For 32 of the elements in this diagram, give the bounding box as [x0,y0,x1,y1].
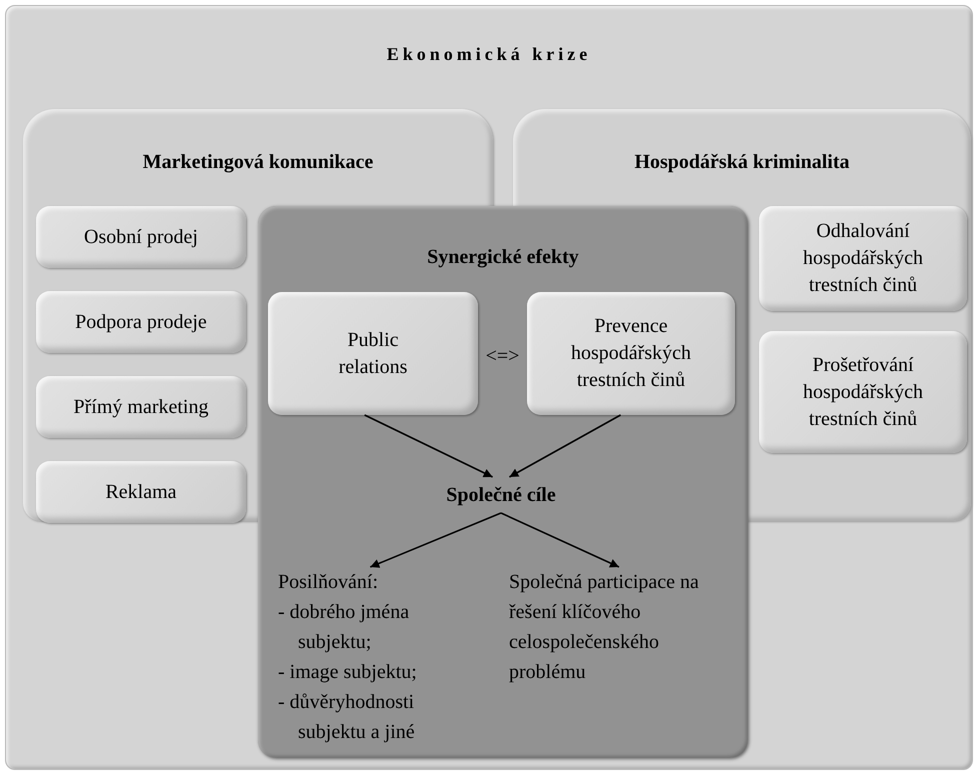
box-text: Podpora prodeje [75,310,207,334]
box-text: Public relations [338,328,408,380]
rounded-box [759,331,967,453]
arrow [500,512,620,568]
heading-text: Hospodářská kriminalita [634,150,850,175]
rounded-box [36,291,246,353]
list-heading: Posilňování: [278,570,378,595]
box-text: Přímý marketing [74,394,208,420]
box-text: Odhalování hospodářských trestních činů [802,219,924,298]
arrow [370,512,502,568]
rounded-box [36,376,246,438]
heading-text: Marketingová komunikace [142,150,374,175]
list-item: - důvěryhodnosti subjektu a jiné [278,690,416,745]
arrow [509,414,621,478]
arrow [364,414,493,478]
relation-symbol: <=> [484,344,520,369]
box-text: Prevence hospodářských trestních činů [570,314,692,393]
list-item: - image subjektu; [278,660,417,685]
box-text: Prošetřování hospodářských trestních činů [802,352,924,432]
rounded-box [268,292,478,415]
paragraph-text: Společná participace na řešení klíčového celospolečenského problému [509,570,700,685]
rounded-box [759,206,967,311]
box-text: Reklama [105,480,177,504]
outer-panel [5,5,973,770]
heading-text: Ekonomická krize [386,43,592,66]
rounded-box [527,292,735,415]
box-text: Osobní prodej [84,224,198,250]
node-text: Společné cíle [446,482,556,508]
rounded-box [36,461,246,523]
rounded-box [36,206,246,268]
list-item: - dobrého jména subjektu; [278,600,410,655]
heading-text: Synergické efekty [427,245,579,270]
